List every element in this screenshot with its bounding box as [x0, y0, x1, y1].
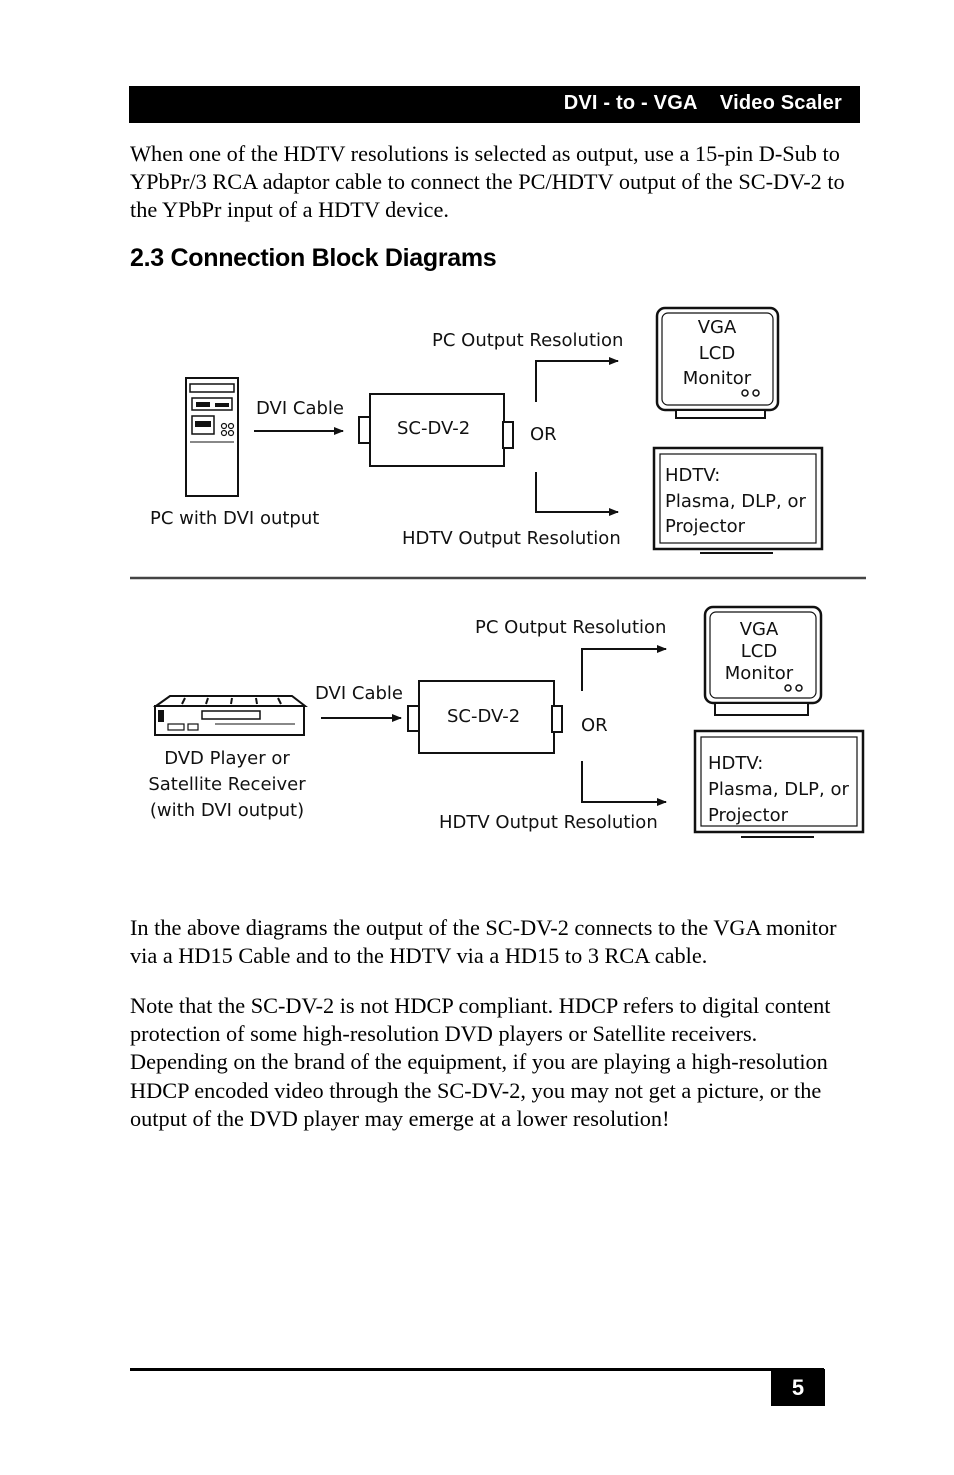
hdtv-output-label: HDTV Output Resolution: [439, 812, 658, 833]
paragraph-diagram-explanation: In the above diagrams the output of the …: [130, 915, 837, 969]
dvi-cable-label: DVI Cable: [256, 398, 344, 419]
hdtv-icon: HDTV: Plasma, DLP, or Projector: [652, 446, 824, 554]
pc-tower-icon: [185, 377, 239, 497]
scaler-device: SC-DV-2: [407, 680, 563, 754]
header-bar: DVI - to - VGA Video Scaler: [129, 86, 860, 123]
hdtv-line-1: HDTV:: [665, 465, 720, 486]
pc-output-label: PC Output Resolution: [432, 330, 623, 351]
pc-output-arrow: [535, 357, 619, 402]
pc-output-label: PC Output Resolution: [475, 617, 666, 638]
hdtv-line-2: Plasma, DLP, or: [708, 779, 849, 800]
diagram-top: PC with DVI output DVI Cable SC-DV-2 OR …: [150, 306, 824, 554]
hdtv-output-arrow: [581, 761, 667, 806]
dvi-cable-label: DVI Cable: [315, 683, 403, 704]
monitor-line-1: VGA: [698, 317, 737, 338]
hdtv-line-2: Plasma, DLP, or: [665, 491, 806, 512]
vga-monitor-icon: VGA LCD Monitor: [703, 605, 823, 716]
monitor-line-2: LCD: [699, 343, 735, 364]
or-label: OR: [530, 424, 557, 445]
scaler-label: SC-DV-2: [447, 706, 520, 727]
vga-monitor-icon: VGA LCD Monitor: [655, 306, 780, 419]
hdtv-line-3: Projector: [708, 805, 789, 826]
pc-source-label: PC with DVI output: [150, 508, 319, 529]
page-number: 5: [791, 1375, 805, 1400]
scaler-label: SC-DV-2: [397, 418, 470, 439]
dvd-player-icon: [152, 695, 308, 736]
header-title: DVI - to - VGA Video Scaler: [563, 92, 842, 114]
page-number-box: 5: [771, 1369, 825, 1406]
source-line-2: Satellite Receiver: [148, 774, 306, 795]
hdtv-line-3: Projector: [665, 516, 746, 537]
hdtv-icon: HDTV: Plasma, DLP, or Projector: [693, 729, 865, 838]
scaler-device: SC-DV-2: [358, 393, 514, 467]
diagram-bottom: DVD Player or Satellite Receiver (with D…: [148, 605, 865, 838]
monitor-line-3: Monitor: [725, 663, 794, 684]
hdtv-line-1: HDTV:: [708, 753, 763, 774]
source-line-1: DVD Player or: [164, 748, 290, 769]
hdtv-output-arrow: [535, 472, 619, 516]
monitor-line-2: LCD: [741, 641, 777, 662]
footer-rule: [130, 1368, 824, 1371]
pc-output-arrow: [581, 645, 667, 691]
hdtv-output-label: HDTV Output Resolution: [402, 528, 621, 549]
section-heading: 2.3 Connection Block Diagrams: [130, 244, 497, 272]
monitor-line-1: VGA: [740, 619, 779, 640]
paragraph-hdcp-note: Note that the SC-DV-2 is not HDCP compli…: [130, 993, 831, 1131]
or-label: OR: [581, 715, 608, 736]
monitor-line-3: Monitor: [683, 368, 752, 389]
source-line-3: (with DVI output): [150, 800, 304, 821]
intro-paragraph: When one of the HDTV resolutions is sele…: [130, 141, 845, 223]
